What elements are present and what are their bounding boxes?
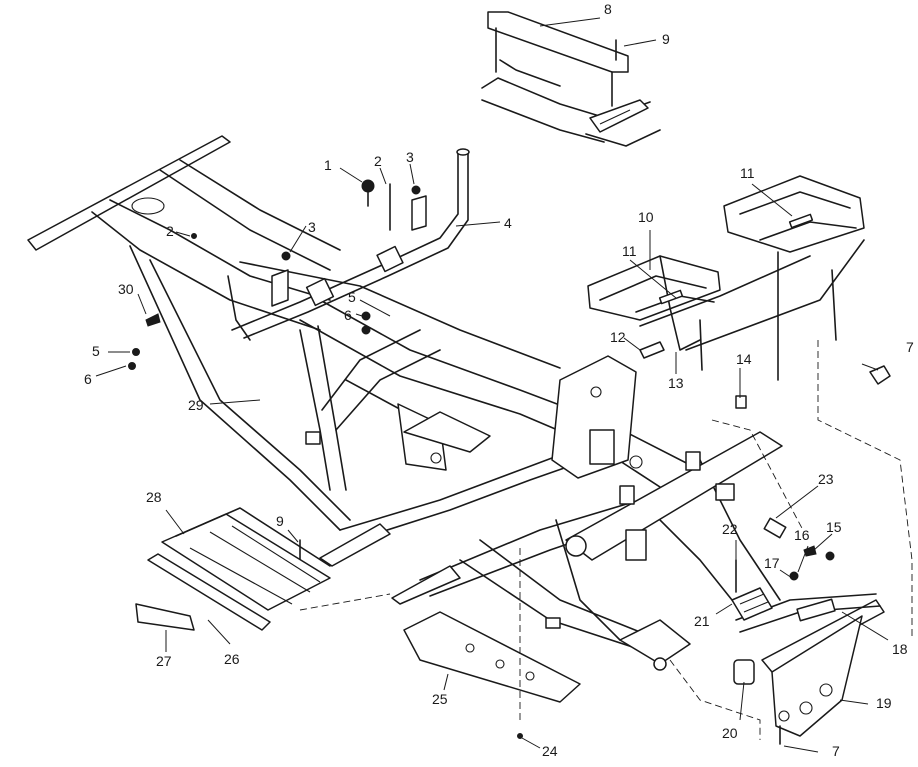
cap-part-1 xyxy=(361,179,375,193)
callout-27: 27 xyxy=(156,653,172,669)
callout-29: 29 xyxy=(188,397,204,413)
callout-8: 8 xyxy=(604,1,612,17)
callout-21: 21 xyxy=(694,613,710,629)
callout-5: 5 xyxy=(348,289,356,305)
callout-19: 19 xyxy=(876,695,892,711)
callout-7: 7 xyxy=(832,743,840,759)
callout-24: 24 xyxy=(542,743,558,759)
callout-14: 14 xyxy=(736,351,752,367)
callout-20: 20 xyxy=(722,725,738,741)
footwell-assembly xyxy=(135,507,581,703)
callout-7: 7 xyxy=(906,339,914,355)
callout-17: 17 xyxy=(764,555,780,571)
callout-1: 1 xyxy=(324,157,332,173)
callout-2: 2 xyxy=(374,153,382,169)
rear-rack xyxy=(587,175,865,381)
callout-4: 4 xyxy=(504,215,512,231)
hardware-parts xyxy=(128,39,891,745)
callout-23: 23 xyxy=(818,471,834,487)
reference-lines xyxy=(299,340,913,740)
callout-5: 5 xyxy=(92,343,100,359)
callout-11: 11 xyxy=(740,165,755,181)
callout-3: 3 xyxy=(406,149,414,165)
main-frame xyxy=(27,135,783,671)
inset-rear-bracket-detail xyxy=(481,11,661,147)
callout-9: 9 xyxy=(662,31,670,47)
callout-3: 3 xyxy=(308,219,316,235)
callout-9: 9 xyxy=(276,513,284,529)
callout-6: 6 xyxy=(84,371,92,387)
callout-2: 2 xyxy=(166,223,174,239)
callout-30: 30 xyxy=(118,281,134,297)
callout-12: 12 xyxy=(610,329,626,345)
callout-labels: 1 2 2 3 3 4 5 5 6 6 7 7 8 9 9 10 11 11 1… xyxy=(84,1,914,759)
callout-10: 10 xyxy=(638,209,654,225)
upper-mount-tube xyxy=(227,148,470,341)
callout-25: 25 xyxy=(432,691,448,707)
callout-18: 18 xyxy=(892,641,908,657)
rear-hitch-bumper xyxy=(735,593,885,737)
callout-22: 22 xyxy=(722,521,738,537)
callout-15: 15 xyxy=(826,519,842,535)
callout-28: 28 xyxy=(146,489,162,505)
callout-6: 6 xyxy=(344,307,352,323)
callout-16: 16 xyxy=(794,527,810,543)
callout-11: 11 xyxy=(622,243,637,259)
callout-13: 13 xyxy=(668,375,684,391)
callout-26: 26 xyxy=(224,651,240,667)
leader-lines xyxy=(95,17,889,753)
